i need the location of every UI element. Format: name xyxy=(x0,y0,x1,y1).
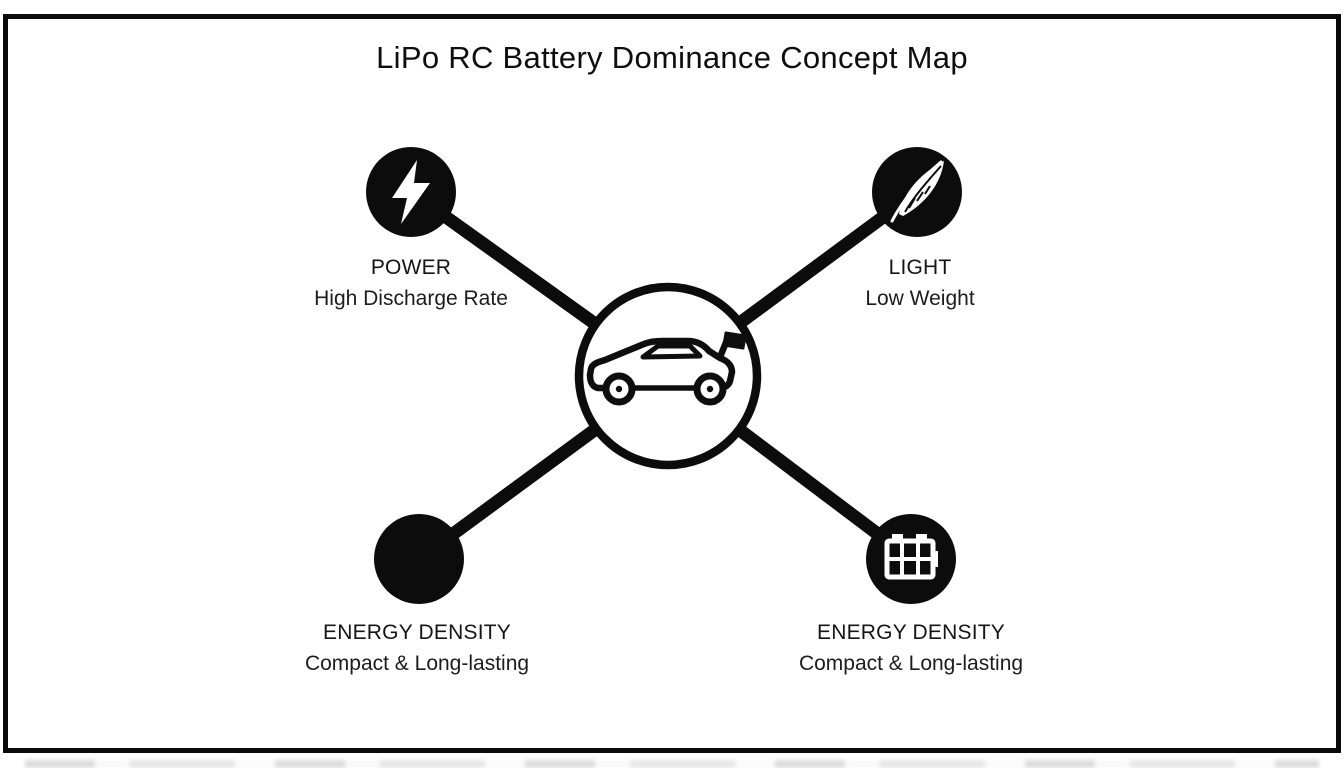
node-circle-energy-density-left xyxy=(374,514,464,604)
node-sublabel-light: Low Weight xyxy=(865,287,975,310)
node-label-light: LIGHT xyxy=(888,256,952,279)
node-label-energy-density-right: ENERGY DENSITY xyxy=(817,621,1005,644)
feather-icon xyxy=(890,160,944,223)
node-sublabel-power: High Discharge Rate xyxy=(314,287,508,310)
node-label-energy-density-left: ENERGY DENSITY xyxy=(323,621,511,644)
bottom-edge-artifact xyxy=(25,760,1319,768)
node-sublabel-energy-density-left: Compact & Long-lasting xyxy=(304,652,530,675)
rc-car-icon xyxy=(586,331,747,406)
node-label-power: POWER xyxy=(370,256,452,279)
battery-icon xyxy=(884,534,938,580)
center-circle xyxy=(574,282,762,470)
node-sublabel-energy-density-right: Compact & Long-lasting xyxy=(798,652,1024,675)
lightning-bolt-icon xyxy=(392,160,430,224)
page-title: LiPo RC Battery Dominance Concept Map xyxy=(376,40,968,75)
